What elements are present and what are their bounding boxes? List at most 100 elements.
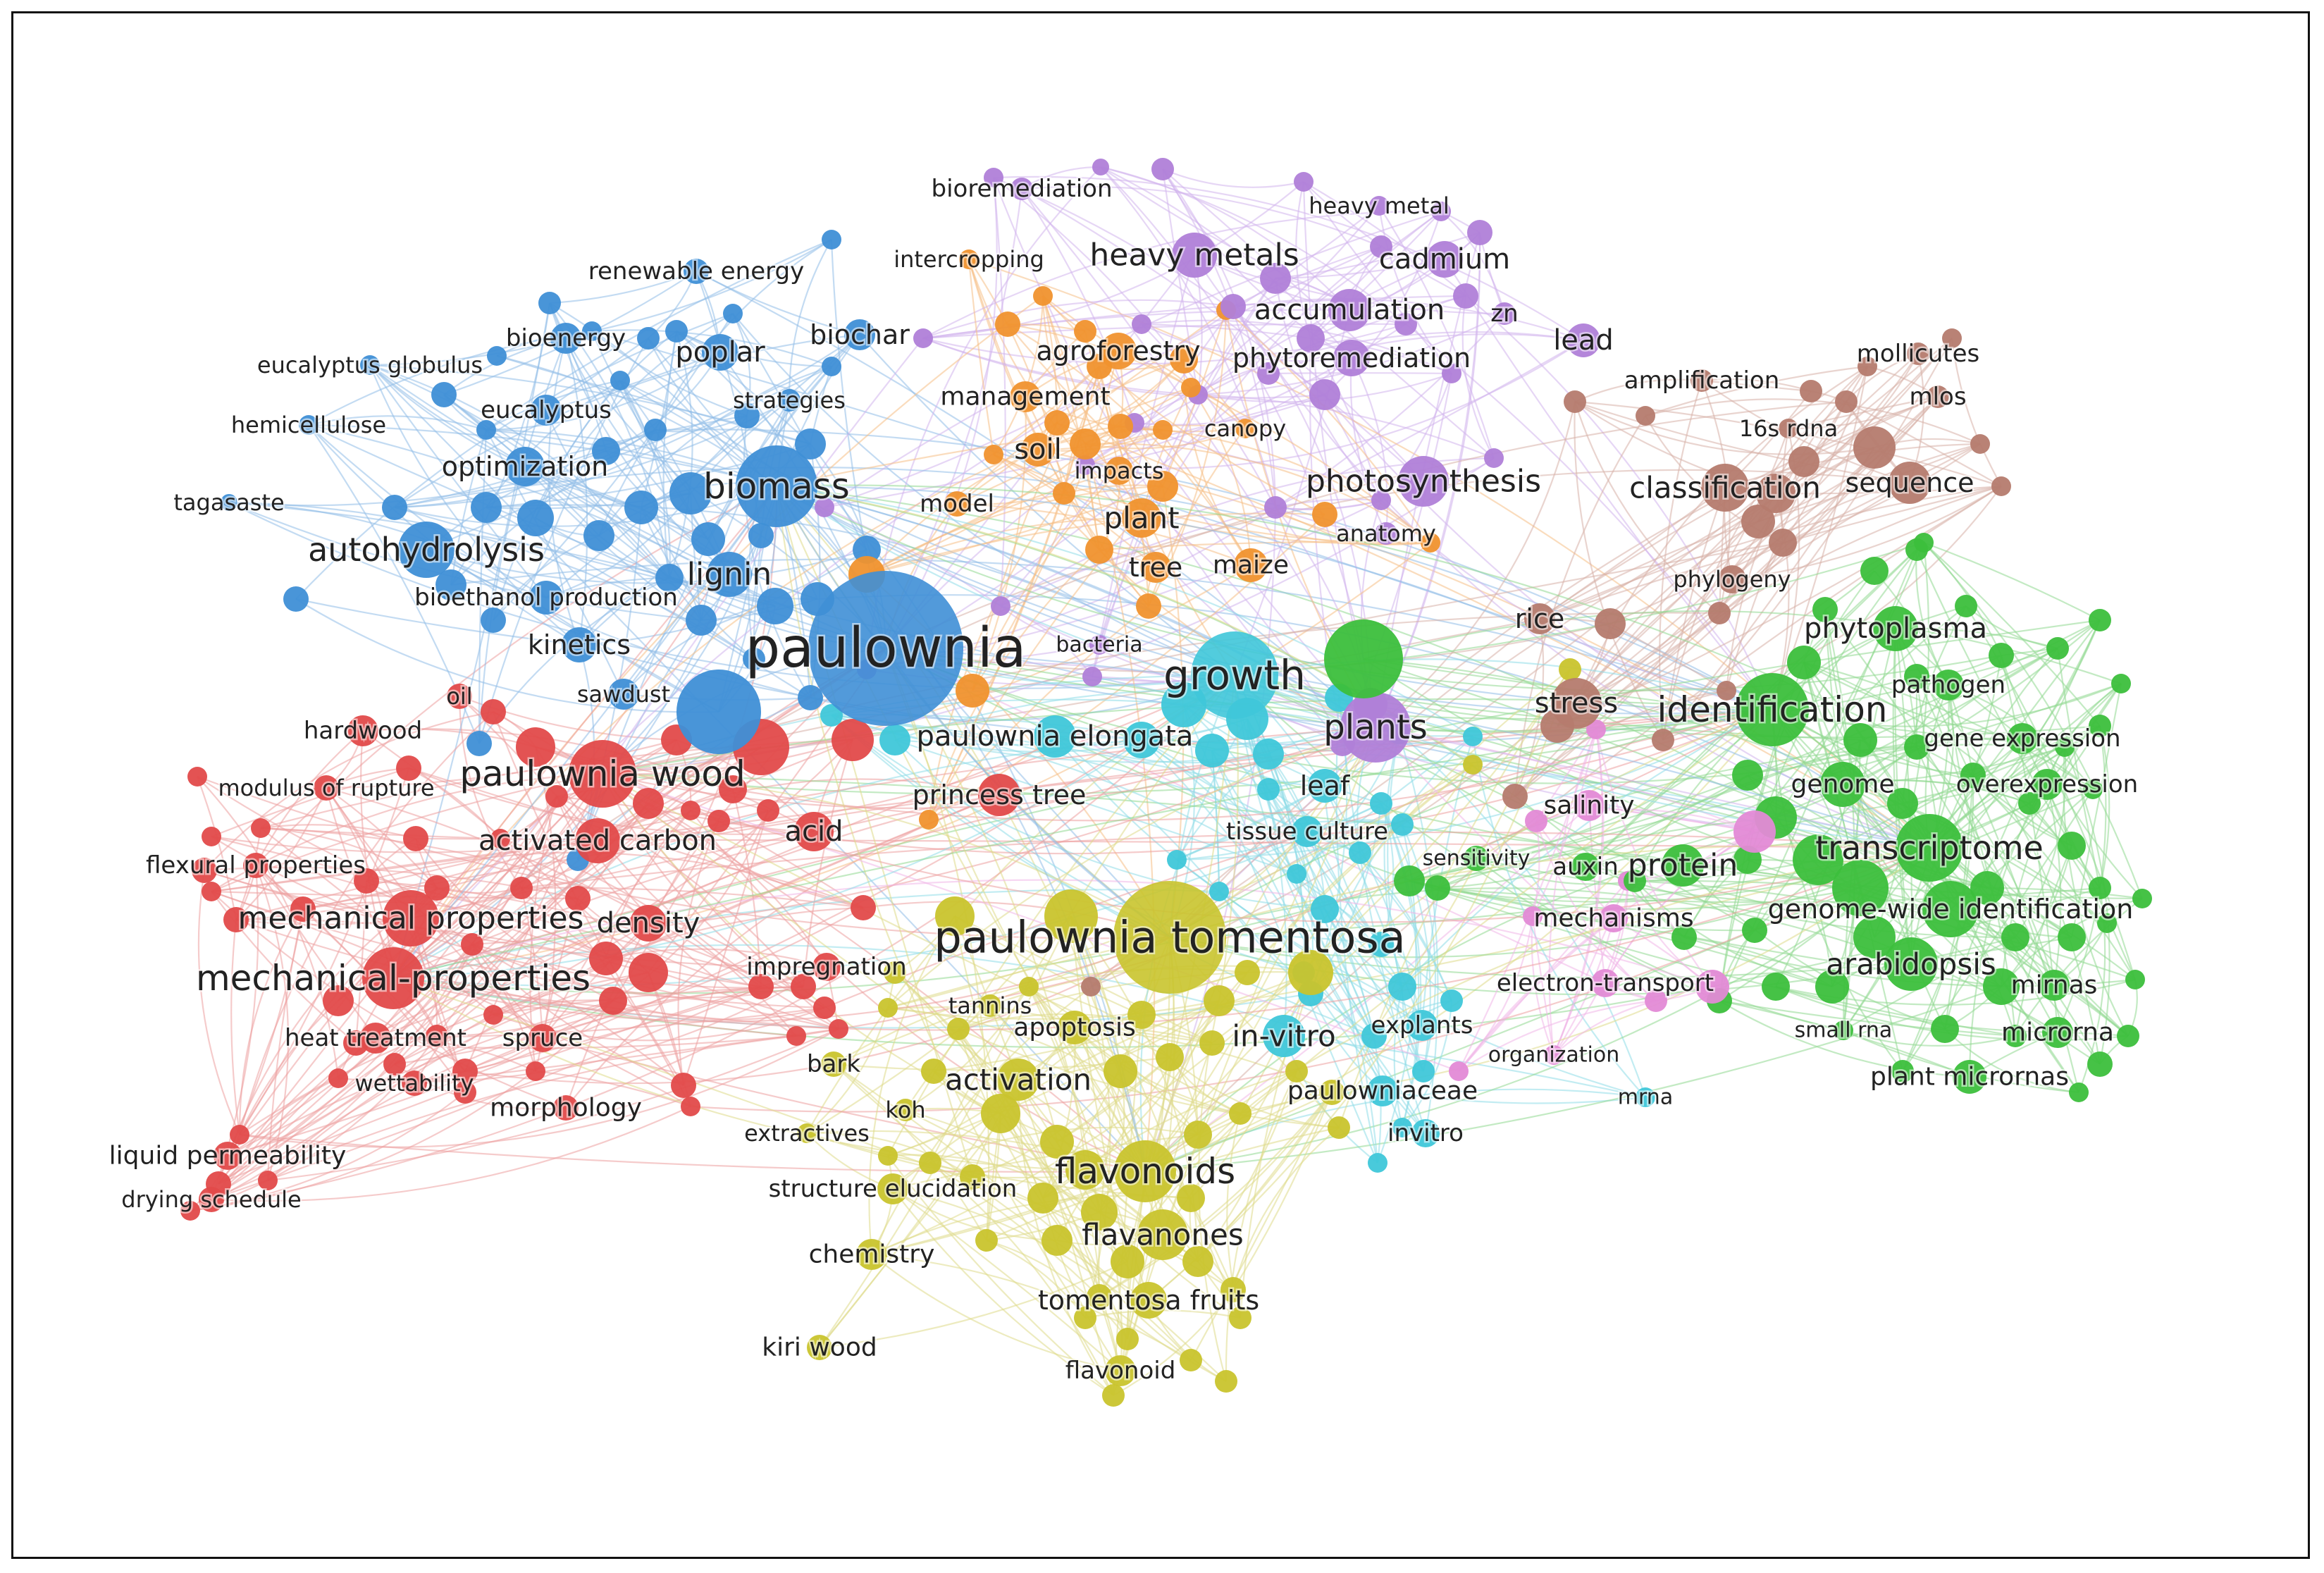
keyword-node[interactable] xyxy=(1371,491,1391,510)
keyword-node[interactable] xyxy=(1260,263,1291,294)
keyword-node[interactable] xyxy=(878,998,898,1018)
node-spruce[interactable] xyxy=(529,1024,557,1052)
keyword-node[interactable] xyxy=(526,1061,545,1081)
node-mollicutes[interactable] xyxy=(1907,343,1929,365)
node-flexural-properties[interactable] xyxy=(243,853,268,878)
keyword-node[interactable] xyxy=(424,875,450,901)
keyword-node[interactable] xyxy=(1525,810,1547,832)
keyword-node[interactable] xyxy=(1392,1118,1412,1137)
keyword-node[interactable] xyxy=(1970,434,1990,454)
node-protein[interactable] xyxy=(1662,844,1704,887)
keyword-node[interactable] xyxy=(1425,875,1450,901)
keyword-node[interactable] xyxy=(991,596,1010,616)
keyword-node[interactable] xyxy=(1181,378,1201,397)
keyword-node[interactable] xyxy=(960,1164,985,1190)
keyword-node[interactable] xyxy=(1586,720,1606,739)
node-flavanones[interactable] xyxy=(1137,1209,1188,1260)
node-canopy[interactable] xyxy=(1235,419,1255,438)
keyword-node[interactable] xyxy=(1394,865,1425,896)
keyword-node[interactable] xyxy=(490,829,510,849)
node-agroforestry[interactable] xyxy=(1100,333,1137,369)
node-bacteria[interactable] xyxy=(1089,635,1109,655)
keyword-node[interactable] xyxy=(2083,779,2103,799)
node-impregnation[interactable] xyxy=(812,953,841,981)
node-paulowniaceae[interactable] xyxy=(1367,1075,1398,1106)
node-gene-expression[interactable] xyxy=(2007,723,2038,754)
keyword-node[interactable] xyxy=(1391,813,1414,836)
keyword-node[interactable] xyxy=(1127,1001,1156,1029)
keyword-node[interactable] xyxy=(192,858,217,883)
keyword-node[interactable] xyxy=(1081,977,1101,997)
node-tomentosa-fruits[interactable] xyxy=(1130,1282,1167,1319)
keyword-node[interactable] xyxy=(1815,970,1849,1004)
keyword-node[interactable] xyxy=(734,403,760,428)
node-lead[interactable] xyxy=(1566,323,1600,357)
node-biomass[interactable] xyxy=(736,445,817,527)
keyword-node[interactable] xyxy=(1793,834,1843,885)
node-plants[interactable] xyxy=(1340,692,1411,763)
keyword-node[interactable] xyxy=(1044,889,1098,943)
keyword-node[interactable] xyxy=(1368,1153,1387,1173)
keyword-node[interactable] xyxy=(1312,502,1337,527)
node-rdna-16s[interactable] xyxy=(1779,419,1798,438)
keyword-node[interactable] xyxy=(1229,1102,1251,1125)
node-heavy-metal[interactable] xyxy=(1369,196,1389,216)
node-renewable-energy[interactable] xyxy=(684,259,709,284)
keyword-node[interactable] xyxy=(2087,1051,2113,1077)
keyword-node[interactable] xyxy=(624,491,658,524)
node-overexpression[interactable] xyxy=(2032,769,2063,800)
keyword-node[interactable] xyxy=(1220,1277,1246,1302)
keyword-node[interactable] xyxy=(919,810,939,829)
keyword-node[interactable] xyxy=(1741,505,1775,538)
keyword-node[interactable] xyxy=(1235,960,1260,985)
keyword-node[interactable] xyxy=(637,327,660,350)
keyword-node[interactable] xyxy=(1843,723,1877,757)
keyword-node[interactable] xyxy=(2097,913,2117,933)
keyword-node[interactable] xyxy=(1421,533,1440,553)
keyword-node[interactable] xyxy=(1156,1043,1184,1071)
keyword-node[interactable] xyxy=(1769,529,1797,557)
keyword-node[interactable] xyxy=(851,895,876,920)
node-kinetics[interactable] xyxy=(562,627,597,662)
keyword-node[interactable] xyxy=(1195,734,1229,767)
keyword-node[interactable] xyxy=(1523,906,1543,926)
keyword-node[interactable] xyxy=(354,868,379,894)
keyword-node[interactable] xyxy=(1092,159,1109,175)
keyword-node[interactable] xyxy=(426,1025,448,1047)
node-biochar[interactable] xyxy=(844,319,875,350)
keyword-node[interactable] xyxy=(795,428,826,459)
keyword-node[interactable] xyxy=(1285,1060,1308,1082)
keyword-node[interactable] xyxy=(1595,608,1626,639)
keyword-node[interactable] xyxy=(545,785,568,808)
keyword-node[interactable] xyxy=(471,492,502,523)
keyword-node[interactable] xyxy=(757,799,779,822)
keyword-node[interactable] xyxy=(1853,916,1896,958)
node-poplar[interactable] xyxy=(702,334,738,371)
keyword-node[interactable] xyxy=(1991,476,2011,496)
keyword-node[interactable] xyxy=(1853,426,1896,469)
keyword-node[interactable] xyxy=(1040,1125,1074,1159)
keyword-node[interactable] xyxy=(583,520,614,551)
keyword-node[interactable] xyxy=(723,304,743,323)
node-autohydrolysis[interactable] xyxy=(398,522,455,578)
keyword-node[interactable] xyxy=(1860,557,1889,585)
node-structure-elucidation[interactable] xyxy=(877,1173,908,1204)
keyword-node[interactable] xyxy=(1412,1060,1435,1082)
keyword-node[interactable] xyxy=(1044,410,1070,436)
keyword-node[interactable] xyxy=(1453,283,1478,309)
keyword-node[interactable] xyxy=(1887,788,1918,819)
keyword-node[interactable] xyxy=(633,788,664,819)
keyword-node[interactable] xyxy=(1019,977,1039,997)
keyword-node[interactable] xyxy=(1559,658,1581,681)
keyword-node[interactable] xyxy=(582,321,602,341)
keyword-node[interactable] xyxy=(1931,1015,1959,1043)
keyword-node[interactable] xyxy=(820,704,843,727)
node-cadmium[interactable] xyxy=(1426,241,1463,278)
keyword-node[interactable] xyxy=(1104,1054,1137,1088)
keyword-node[interactable] xyxy=(1070,428,1101,459)
keyword-node[interactable] xyxy=(2132,889,2152,908)
keyword-node[interactable] xyxy=(1636,406,1655,426)
keyword-node[interactable] xyxy=(719,775,747,803)
keyword-node[interactable] xyxy=(921,1059,946,1084)
node-plant-micrornas[interactable] xyxy=(1953,1060,1986,1094)
